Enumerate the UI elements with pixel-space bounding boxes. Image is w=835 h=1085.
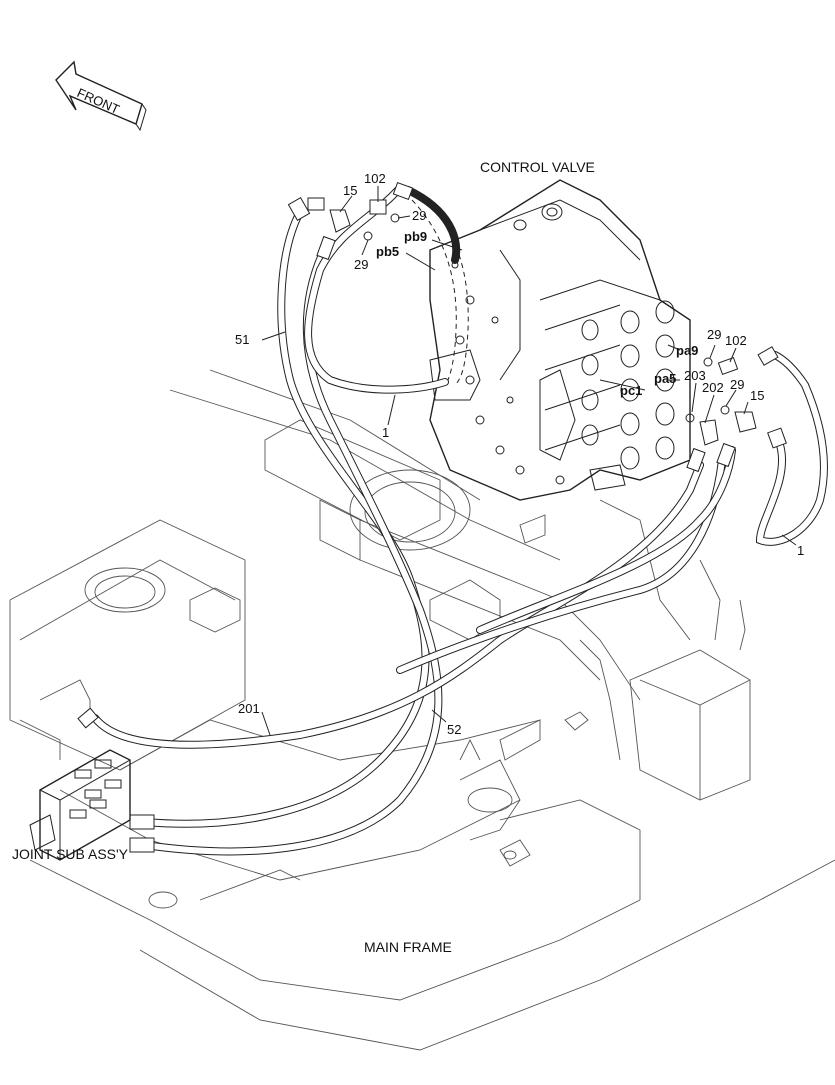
joint-sub-assy <box>29 749 131 861</box>
main-frame-label: MAIN FRAME <box>364 939 452 955</box>
main-frame-structure <box>9 369 835 1051</box>
joint-sub-assy-label: JOINT SUB ASS'Y <box>12 846 129 862</box>
front-arrow: FRONT <box>55 60 147 132</box>
callout-pc1: pc1 <box>620 383 642 398</box>
leader-lines <box>261 186 797 736</box>
callout-29-left-top: 29 <box>412 208 426 223</box>
control-valve-label: CONTROL VALVE <box>480 159 595 175</box>
callout-102-left: 102 <box>364 171 386 186</box>
control-valve <box>429 179 691 501</box>
spool-caps <box>581 300 675 470</box>
callout-201: 201 <box>238 701 260 716</box>
valve-bolts <box>451 261 565 485</box>
callout-15-left: 15 <box>343 183 357 198</box>
callout-1-left: 1 <box>382 425 389 440</box>
callout-29-right: 29 <box>707 327 721 342</box>
callout-pb5: pb5 <box>376 244 399 259</box>
callout-102-right: 102 <box>725 333 747 348</box>
callout-203: 203 <box>684 368 706 383</box>
fittings <box>77 181 787 853</box>
callout-pa9: pa9 <box>676 343 698 358</box>
callout-1-right: 1 <box>797 543 804 558</box>
callout-52: 52 <box>447 722 461 737</box>
callout-pb9: pb9 <box>404 229 427 244</box>
callout-29-right-b: 29 <box>730 377 744 392</box>
callout-51: 51 <box>235 332 249 347</box>
hidden-hose-2 <box>411 199 457 381</box>
callout-pa5: pa5 <box>654 371 676 386</box>
callout-202: 202 <box>702 380 724 395</box>
callout-15-right: 15 <box>750 388 764 403</box>
front-label: FRONT <box>75 85 122 117</box>
callout-29-left-bot: 29 <box>354 257 368 272</box>
hoses <box>91 186 829 856</box>
